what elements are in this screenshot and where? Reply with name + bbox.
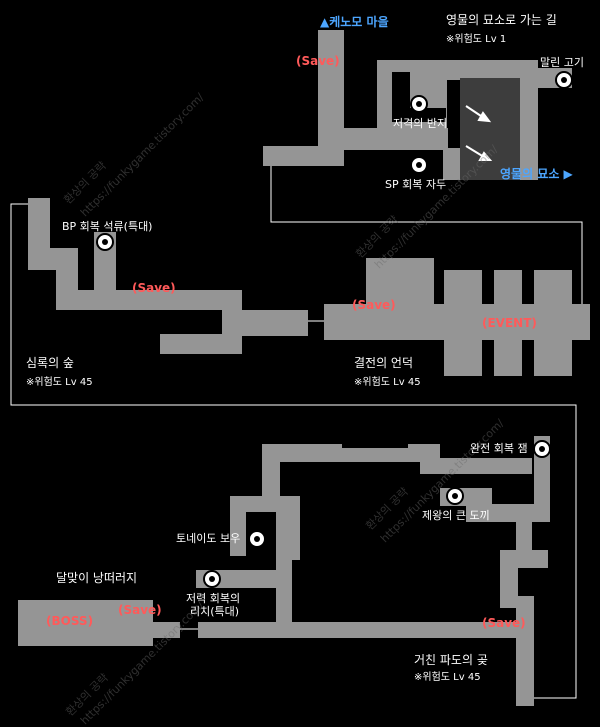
- room-arrows: [465, 105, 493, 161]
- exit-north-label[interactable]: ▲케노모 마을: [320, 15, 389, 29]
- save-point-wave: (Save): [482, 616, 526, 630]
- item-label-axe: 제왕의 큰 도끼: [422, 509, 490, 522]
- area-danger-road: ※위험도 Lv 1: [446, 34, 507, 45]
- sp-plum-marker: [410, 156, 428, 174]
- save-point-forest: (Save): [132, 281, 176, 295]
- item-markers: [96, 71, 573, 588]
- item-label-lychee-line2: 리치(특대): [190, 605, 240, 618]
- item-label-lychee-line1: 저력 회복의: [186, 592, 241, 605]
- area-title-forest: 심록의 숲: [26, 356, 74, 370]
- grave-room: [460, 78, 520, 180]
- area-danger-hill: ※위험도 Lv 45: [354, 377, 421, 388]
- bp-pomegranate-marker: [96, 233, 114, 251]
- area-title-moon: 달맞이 낭떠러지: [56, 571, 138, 585]
- event-point: (EVENT): [482, 316, 537, 330]
- boss-point: (BOSS): [46, 614, 94, 628]
- save-point-top: (Save): [296, 54, 340, 68]
- save-point-hill: (Save): [352, 298, 396, 312]
- area-danger-forest: ※위험도 Lv 45: [26, 377, 93, 388]
- area-title-road: 영물의 묘소로 가는 길: [446, 13, 557, 27]
- sniper-ring-marker: [410, 95, 428, 113]
- item-label-sp: SP 회복 자두: [385, 178, 447, 191]
- dried-meat-marker: [555, 71, 573, 89]
- area-danger-wave: ※위험도 Lv 45: [414, 672, 481, 683]
- item-label-ring: 저격의 반지: [393, 117, 448, 130]
- bottom-area-paths: [18, 436, 550, 706]
- area-title-hill: 결전의 언덕: [354, 356, 414, 370]
- lychee-marker: [203, 570, 221, 588]
- item-label-tornado: 토네이도 보우: [176, 532, 241, 545]
- full-recovery-jam-marker: [533, 440, 551, 458]
- area-title-wave: 거친 파도의 곶: [414, 653, 488, 667]
- item-label-meat: 말린 고기: [540, 56, 584, 69]
- emperor-axe-marker: [446, 487, 464, 505]
- exit-east-label[interactable]: 영물의 묘소 ▶: [500, 167, 573, 181]
- tornado-bow-marker: [248, 530, 266, 548]
- item-label-bp: BP 회복 석류(특대): [62, 220, 153, 233]
- save-point-boss: (Save): [118, 603, 162, 617]
- item-label-jam: 완전 회복 잼: [470, 442, 528, 455]
